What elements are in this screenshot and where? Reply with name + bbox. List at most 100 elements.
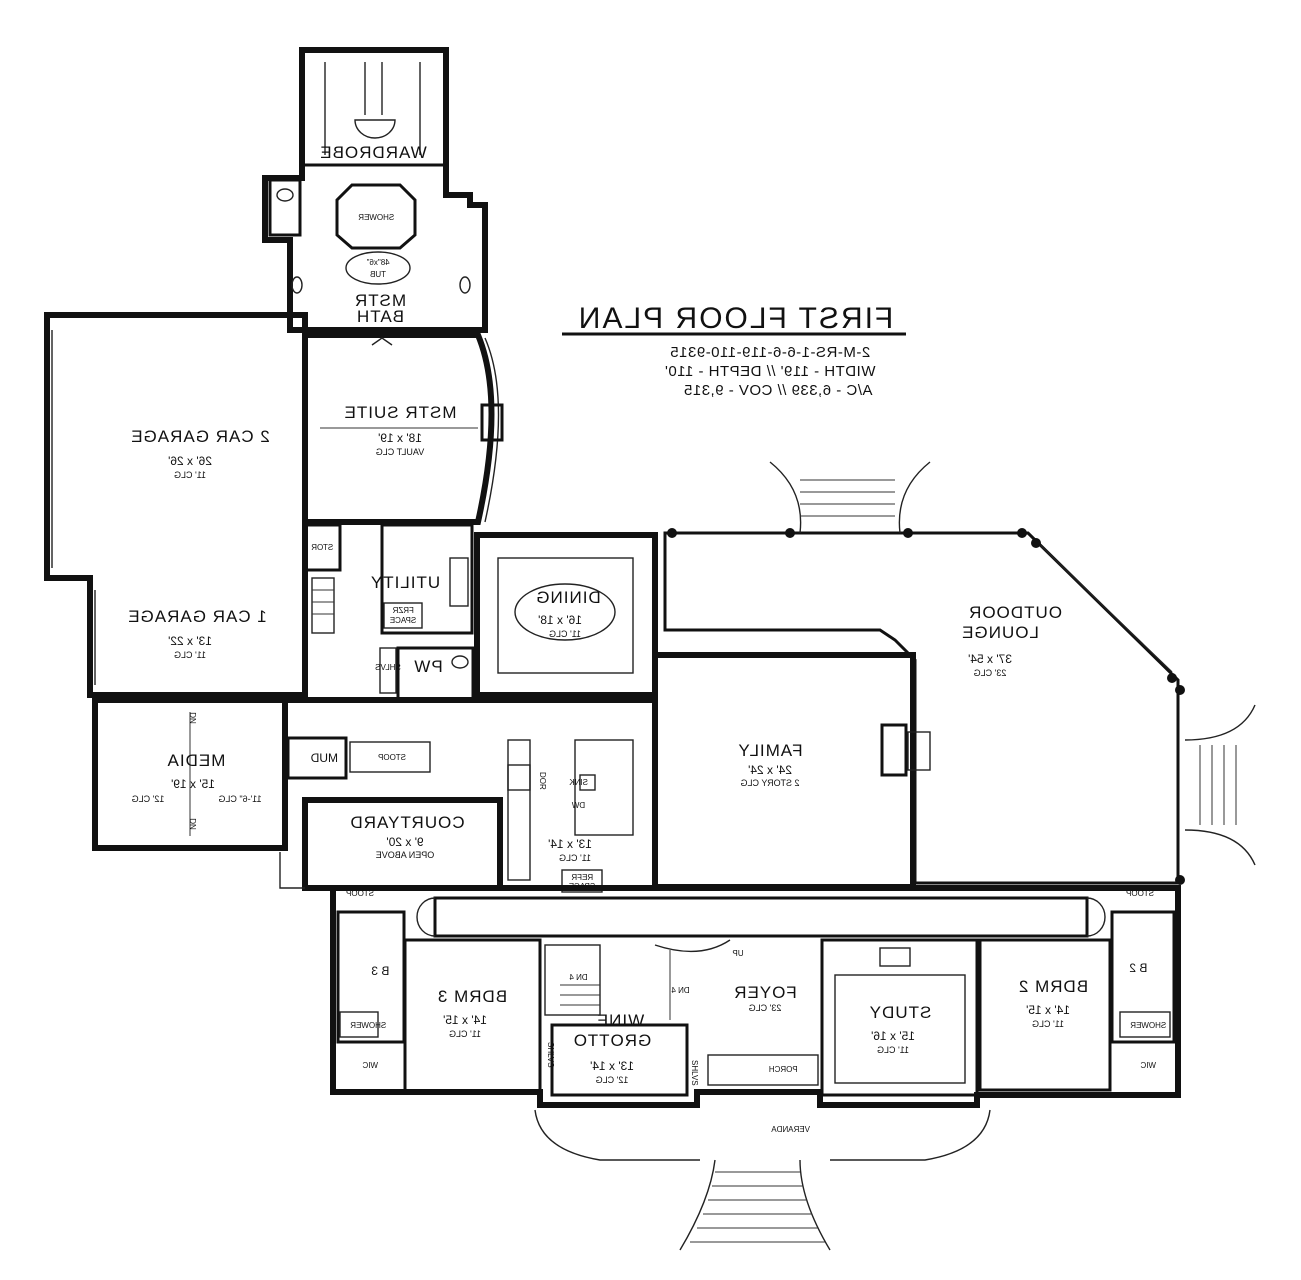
wine-shelves-right: SHLVS	[690, 1060, 699, 1086]
kitchen-sink-label: SINK	[569, 778, 588, 787]
washer-dryer	[449, 557, 469, 607]
wine-label: WINE	[596, 1011, 644, 1030]
rear-steps-curve-left	[769, 461, 802, 534]
bath2	[1110, 910, 1176, 1044]
master-shower-label: SHOWER	[358, 213, 394, 222]
family-label: FAMILY	[737, 741, 802, 760]
bdrm3-label: BDRM 3	[437, 987, 507, 1006]
bdrm3-ceiling: 11' CLG	[449, 1029, 481, 1039]
media-outline	[92, 697, 288, 851]
gallery-hall	[433, 896, 1089, 938]
utility-label: UTILITY	[370, 573, 440, 592]
master-wing-outline	[262, 47, 488, 333]
lounge-post	[785, 528, 795, 538]
master-suite-bay	[484, 337, 500, 523]
master-bath-label-2: BATH	[356, 307, 404, 326]
bath2-wic-label: WIC	[1140, 1061, 1156, 1070]
media-dn-bottom: DN	[188, 818, 197, 830]
family-ceiling: 2 STORY CLG	[740, 778, 799, 788]
front-wing: STOOP STOOP B 3 SHOWER WIC BDRM 3 14' x …	[330, 885, 1181, 1108]
stor-room	[303, 523, 342, 572]
master-suite-ceiling: VAULT CLG	[376, 447, 425, 457]
garage-2car-ceiling: 11' CLG	[174, 470, 206, 480]
media-dn-top: DN	[188, 712, 197, 724]
master-wing: WARDROBE SHOWER 48"x6" TUB MSTR BATH MST…	[262, 47, 504, 525]
stor-label: STOR	[311, 543, 333, 552]
master-fireplace	[480, 403, 504, 442]
veranda-curve-right	[830, 1109, 991, 1161]
study	[820, 938, 979, 1097]
bdrm3	[403, 938, 542, 1094]
bdrm2-dims: 14' x 15'	[1026, 1003, 1070, 1017]
shelves-label: SHLVS	[375, 663, 401, 672]
basement-stair	[544, 944, 601, 1016]
outdoor-lounge-label: OUTDOOR	[968, 603, 1062, 622]
kitchen-cooktop	[507, 764, 531, 791]
plan-width-depth: WIDTH - 119' // DEPTH - 110'	[665, 363, 876, 380]
dining-outline	[474, 532, 658, 698]
master-bath-label: MSTR	[354, 291, 406, 310]
mud-label: MUD	[310, 751, 338, 765]
family-dims: 24' x 24'	[748, 763, 792, 777]
garage-1car-dims: 13' x 22'	[168, 634, 212, 648]
grill-unit	[907, 731, 931, 771]
bath2-label: B 2	[1129, 961, 1147, 975]
media-dims: 15' x 19'	[171, 777, 215, 791]
freezer-label: FRZR	[392, 606, 414, 615]
family-room: FAMILY 24' x 24' 2 STORY CLG	[652, 652, 931, 890]
front-steps-right	[799, 1159, 831, 1251]
side-steps-curve-top	[1184, 704, 1256, 741]
gallery-arch-right	[1086, 897, 1106, 937]
kitchen-counter	[507, 739, 531, 881]
lounge-post	[1031, 538, 1041, 548]
bdrm2	[978, 938, 1112, 1092]
bath3-shower-label: SHOWER	[350, 1021, 386, 1030]
wine-grotto-ceiling: 12' CLG	[596, 1075, 629, 1085]
courtyard-label: COURTYARD	[349, 813, 464, 832]
wardrobe-ottoman	[354, 119, 396, 139]
dining-label: DINING	[535, 588, 601, 607]
stoop-right-label: STOOP	[1126, 889, 1154, 898]
foyer-ceiling: 23' CLG	[749, 1003, 782, 1013]
dining-ceiling: 11' CLG	[549, 629, 581, 639]
kitchen-dims: 13' x 14'	[548, 837, 592, 851]
foyer-label: FOYER	[733, 983, 797, 1002]
dining-table-icon	[514, 583, 616, 641]
powder-toilet-icon	[451, 655, 469, 669]
plan-number: 2-M-RS-1-6-6-119-110-9315	[670, 344, 870, 361]
bdrm2-label: BDRM 2	[1018, 977, 1088, 996]
kitchen-ceiling: 11' CLG	[559, 853, 591, 863]
grotto-label: GROTTO	[573, 1031, 651, 1050]
outdoor-lounge-dims: 37' x 54'	[968, 652, 1012, 666]
front-steps-left	[679, 1159, 716, 1251]
bath3-wic-label: WIC	[362, 1061, 378, 1070]
bath2-shower-label: SHOWER	[1130, 1021, 1166, 1030]
porch-area	[707, 1054, 819, 1086]
stoop-mud-area	[349, 741, 431, 773]
outdoor-lounge-label-2: LOUNGE	[961, 623, 1039, 642]
bdrm3-dims: 14' x 15'	[443, 1013, 487, 1027]
courtyard-note: OPEN ABOVE	[376, 850, 435, 860]
garage-2car-dims: 26' x 26'	[168, 454, 212, 468]
courtyard-dims: 9' x 20'	[386, 835, 423, 849]
porch-label: PORCH	[769, 1065, 798, 1074]
title-block: FIRST FLOOR PLAN 2-M-RS-1-6-6-119-110-93…	[562, 302, 906, 399]
gallery-arch-left	[416, 897, 436, 937]
kitchen-island	[574, 739, 634, 836]
master-suite-outline	[302, 332, 495, 525]
bdrm2-ceiling: 11' CLG	[1032, 1019, 1064, 1029]
bath3-label: B 3	[371, 964, 389, 978]
wine-shelves-left: SHLVS	[546, 1042, 555, 1068]
master-suite-dims: 18' x 19'	[378, 431, 422, 445]
outdoor-lounge-outline	[663, 531, 1180, 885]
lounge-post	[903, 528, 913, 538]
lounge-post	[1175, 875, 1185, 885]
outdoor-lounge-ceiling: 23' CLG	[974, 668, 1007, 678]
study-fireplace	[879, 947, 911, 967]
family-fireplace	[880, 723, 908, 777]
master-suite-label: MSTR SUITE	[344, 403, 457, 422]
garages: 2 CAR GARAGE 26' x 26' 11' CLG 1 CAR GAR…	[44, 312, 342, 698]
mud-room	[286, 736, 348, 780]
kitchen: DOR SINK DW 13' x 14' 11' CLG REFR SPACE	[287, 697, 655, 893]
